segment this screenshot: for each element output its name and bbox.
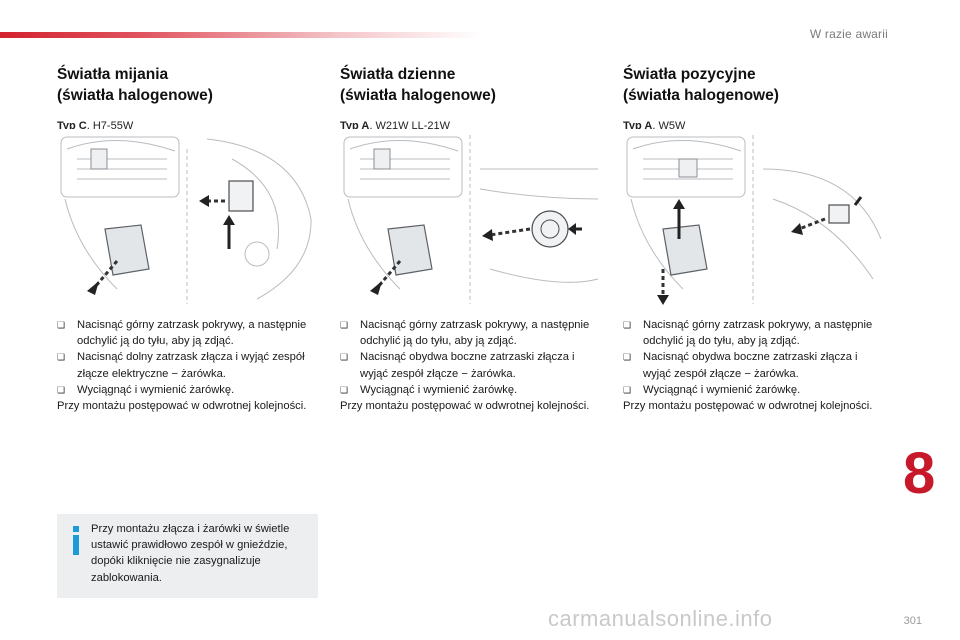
column-position-lights: Światła pozycyjne (światła halogenowe) T… (623, 64, 883, 132)
reassembly-note: Przy montażu postępować w odwrotnej kole… (57, 400, 307, 413)
instructions-low-beam: ❏Nacisnąć górny zatrzask pokrywy, a nast… (57, 317, 319, 414)
illustration-position-lights (623, 129, 883, 309)
column-title: Światła dzienne (światła halogenowe) (340, 66, 496, 104)
list-item: ❏Nacisnąć obydwa boczne zatrzaski złącza… (623, 351, 858, 380)
list-item: ❏Nacisnąć górny zatrzask pokrywy, a nast… (623, 319, 873, 348)
column-title: Światła mijania (światła halogenowe) (57, 66, 213, 104)
list-item: ❏Wyciągnąć i wymienić żarówkę. (57, 382, 319, 398)
reassembly-note: Przy montażu postępować w odwrotnej kole… (623, 400, 873, 413)
list-item: ❏Nacisnąć obydwa boczne zatrzaski złącza… (340, 351, 575, 380)
headlamp-diagram (60, 136, 312, 304)
checkbox-bullet-icon: ❏ (57, 320, 66, 330)
headlamp-diagram (626, 135, 882, 305)
column-low-beam: Światła mijania (światła halogenowe) Typ… (57, 64, 317, 132)
instructions-daytime-lights: ❏Nacisnąć górny zatrzask pokrywy, a nast… (340, 317, 602, 414)
page-number: 301 (903, 615, 922, 627)
column-daytime-lights: Światła dzienne (światła halogenowe) Typ… (340, 64, 600, 132)
watermark: carmanualsonline.info (548, 606, 773, 631)
list-item: ❏Wyciągnąć i wymienić żarówkę. (340, 382, 602, 398)
checkbox-bullet-icon: ❏ (623, 320, 632, 330)
reassembly-note: Przy montażu postępować w odwrotnej kole… (340, 400, 590, 413)
illustration-low-beam (57, 129, 317, 309)
list-item: ❏Nacisnąć górny zatrzask pokrywy, a nast… (57, 319, 307, 348)
checkbox-bullet-icon: ❏ (340, 320, 349, 330)
column-title: Światła pozycyjne (światła halogenowe) (623, 66, 779, 104)
checkbox-bullet-icon: ❏ (57, 352, 66, 363)
info-icon (71, 526, 81, 556)
headlamp-diagram (343, 135, 599, 304)
header-accent-bar (0, 32, 480, 38)
checkbox-bullet-icon: ❏ (57, 384, 66, 395)
info-text: Przy montażu złącza i żarówki w świetle … (91, 523, 290, 584)
list-item: ❏Wyciągnąć i wymienić żarówkę. (623, 382, 885, 398)
section-title: W razie awarii (809, 27, 888, 41)
illustration-daytime-lights (340, 129, 600, 309)
checkbox-bullet-icon: ❏ (623, 352, 632, 363)
list-item: ❏Nacisnąć dolny zatrzask złącza i wyjąć … (57, 351, 305, 380)
checkbox-bullet-icon: ❏ (623, 384, 632, 395)
checkbox-bullet-icon: ❏ (340, 352, 349, 363)
checkbox-bullet-icon: ❏ (340, 384, 349, 395)
instructions-position-lights: ❏Nacisnąć górny zatrzask pokrywy, a nast… (623, 317, 885, 414)
info-box: Przy montażu złącza i żarówki w świetle … (57, 514, 318, 598)
chapter-number: 8 (903, 441, 936, 506)
list-item: ❏Nacisnąć górny zatrzask pokrywy, a nast… (340, 319, 590, 348)
